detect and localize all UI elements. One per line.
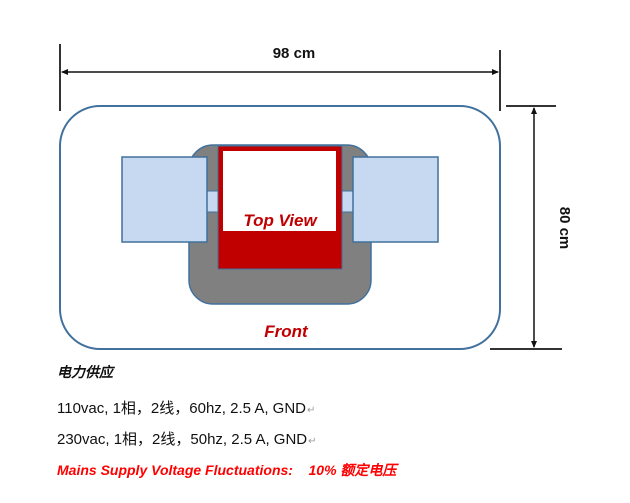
height-arrow-bottom [531, 341, 537, 348]
right-side-panel [352, 156, 439, 243]
right-connector [340, 190, 355, 213]
left-side-panel [121, 156, 208, 243]
width-arrow-left [61, 69, 68, 75]
width-arrow-right [492, 69, 499, 75]
width-label: 98 cm [273, 45, 316, 62]
paragraph-mark-icon: ↵ [308, 436, 317, 447]
main-unit-top-window [223, 151, 336, 231]
power-spec-110v-text: 110vac, 1相，2线，60hz, 2.5 A, GND [57, 400, 307, 417]
height-arrow-top [531, 107, 537, 114]
left-connector [205, 190, 220, 213]
voltage-fluctuation-note: Mains Supply Voltage Fluctuations: 10% 额… [57, 462, 397, 478]
height-label: 80 cm [556, 207, 573, 250]
top-view-label: Top View [243, 211, 318, 230]
layout-diagram: 98 cm 80 cm Top View Front [59, 44, 573, 350]
front-label: Front [264, 322, 309, 341]
power-spec-230v-text: 230vac, 1相，2线，50hz, 2.5 A, GND [57, 431, 308, 448]
power-supply-heading: 电力供应 [57, 364, 113, 380]
power-spec-230v: 230vac, 1相，2线，50hz, 2.5 A, GND↵ [57, 428, 317, 449]
paragraph-mark-icon: ↵ [307, 405, 316, 416]
power-spec-110v: 110vac, 1相，2线，60hz, 2.5 A, GND↵ [57, 397, 315, 418]
